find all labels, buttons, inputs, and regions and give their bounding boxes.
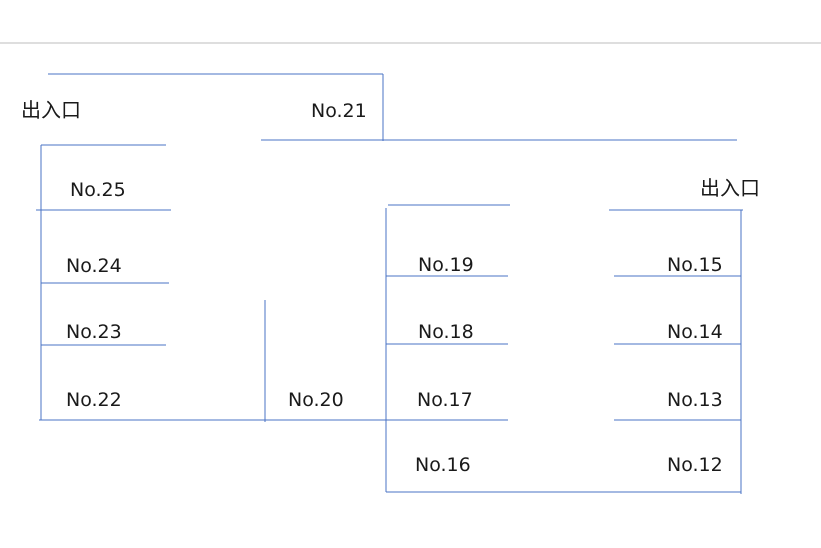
unit-label-no25: No.25 xyxy=(70,179,126,201)
unit-label-no24: No.24 xyxy=(66,255,122,277)
unit-label-no17: No.17 xyxy=(417,389,473,411)
unit-label-no18: No.18 xyxy=(418,321,474,343)
lane-lines xyxy=(36,73,743,494)
unit-label-no13: No.13 xyxy=(667,389,723,411)
unit-label-no22: No.22 xyxy=(66,389,122,411)
unit-label-no14: No.14 xyxy=(667,321,723,343)
unit-label-no21: No.21 xyxy=(311,100,367,122)
unit-label-no12: No.12 xyxy=(667,454,723,476)
unit-label-no15: No.15 xyxy=(667,254,723,276)
entrance-label-right: 出入口 xyxy=(700,176,760,200)
unit-label-no19: No.19 xyxy=(418,254,474,276)
entrance-label-left: 出入口 xyxy=(21,98,81,122)
unit-label-no23: No.23 xyxy=(66,321,122,343)
unit-label-no16: No.16 xyxy=(415,454,471,476)
unit-label-no20: No.20 xyxy=(288,389,344,411)
